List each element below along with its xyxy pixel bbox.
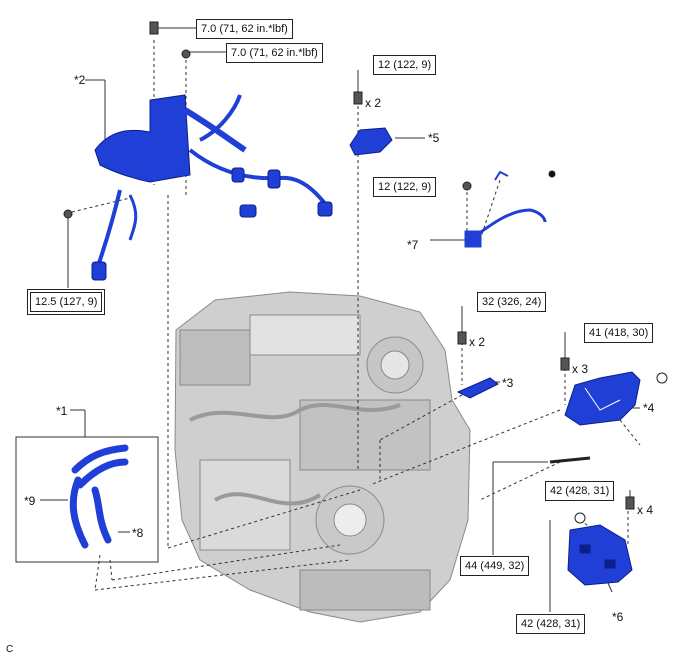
engine-assembly [174, 291, 471, 623]
callout-5: *5 [428, 131, 440, 145]
bracket-4 [564, 371, 641, 426]
inset-frame [15, 436, 159, 563]
callout-7: *7 [407, 238, 419, 252]
hoses-inset [69, 444, 129, 549]
callout-9: *9 [24, 494, 36, 508]
callout-8: *8 [132, 526, 144, 540]
mount-6 [567, 524, 633, 586]
torque-box-10: 42 (428, 31) [516, 614, 586, 634]
wire-harness [91, 94, 333, 281]
quantity-label-3: x 3 [572, 362, 589, 376]
callout-3: *3 [502, 376, 514, 390]
torque-box-2: 7.0 (71, 62 in.*lbf) [226, 43, 323, 63]
callout-2: *2 [74, 73, 86, 87]
torque-box-4: 12 (122, 9) [373, 177, 437, 197]
torque-box-7: 41 (418, 30) [584, 323, 654, 343]
callout-1: *1 [56, 404, 68, 418]
torque-box-9: 44 (449, 32) [460, 556, 530, 576]
torque-box-1: 7.0 (71, 62 in.*lbf) [196, 19, 293, 39]
torque-box-3: 12 (122, 9) [373, 55, 437, 75]
torque-box-5: 12.5 (127, 9) [26, 289, 106, 315]
torque-box-8: 42 (428, 31) [545, 481, 615, 501]
bracket-3 [456, 377, 499, 399]
callout-6: *6 [612, 610, 624, 624]
torque-leaders [40, 27, 640, 612]
corner-label: C [6, 644, 14, 655]
fasteners [63, 21, 668, 524]
sensor-7 [464, 170, 547, 248]
torque-box-6: 32 (326, 24) [477, 292, 547, 312]
quantity-label-2: x 2 [469, 335, 486, 349]
callout-4: *4 [643, 401, 655, 415]
quantity-label-1: x 2 [365, 96, 382, 110]
quantity-label-4: x 4 [637, 503, 654, 517]
bracket-5 [349, 127, 393, 156]
